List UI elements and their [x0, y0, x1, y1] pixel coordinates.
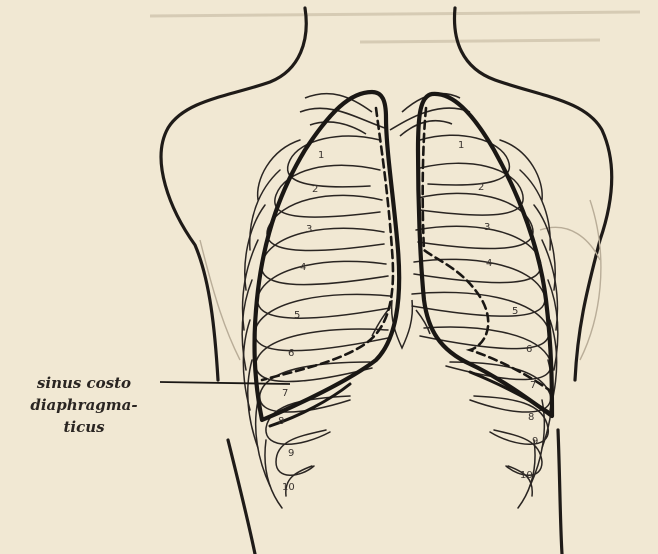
- left-lung-outline: [418, 94, 552, 416]
- rib-number: 1: [458, 140, 464, 151]
- rib-number: 4: [486, 258, 492, 269]
- rib-number: 2: [478, 182, 484, 193]
- body-left-lower: [558, 430, 562, 554]
- rib-number: 6: [526, 344, 532, 355]
- sinus-costodiaphragmaticus-label: sinus costo diaphragma- ticus: [4, 372, 164, 438]
- rib-number: 9: [288, 448, 294, 459]
- rib-number: 8: [278, 416, 284, 427]
- rib-number: 8: [528, 412, 534, 423]
- rib-numbers-left: 1 2 3 4 5 6 7 8 9 10: [458, 140, 538, 481]
- annotation-line-2: diaphragma-: [4, 394, 164, 416]
- left-pleura-dashed: [423, 108, 552, 392]
- right-lung-outline: [255, 92, 400, 420]
- rib-number: 5: [294, 310, 300, 321]
- rib-number: 7: [530, 380, 536, 391]
- rib-number: 5: [512, 306, 518, 317]
- body-right-lower: [228, 440, 255, 554]
- rib-number: 4: [300, 262, 306, 273]
- rib-number: 3: [484, 222, 490, 233]
- rib-number: 1: [318, 150, 324, 161]
- rib-number: 2: [312, 184, 318, 195]
- annotation-leader-line: [160, 382, 290, 384]
- rib-number: 10: [282, 482, 295, 493]
- rib-number: 10: [520, 470, 533, 481]
- rib-number: 9: [532, 436, 538, 447]
- annotation-line-3: ticus: [4, 416, 164, 438]
- bleed-through-text: [150, 12, 640, 42]
- rib-number: 7: [282, 388, 288, 399]
- annotation-line-1: sinus costo: [4, 372, 164, 394]
- rib-number: 3: [306, 224, 312, 235]
- ribs-left: [412, 135, 558, 508]
- rib-number: 6: [288, 348, 294, 359]
